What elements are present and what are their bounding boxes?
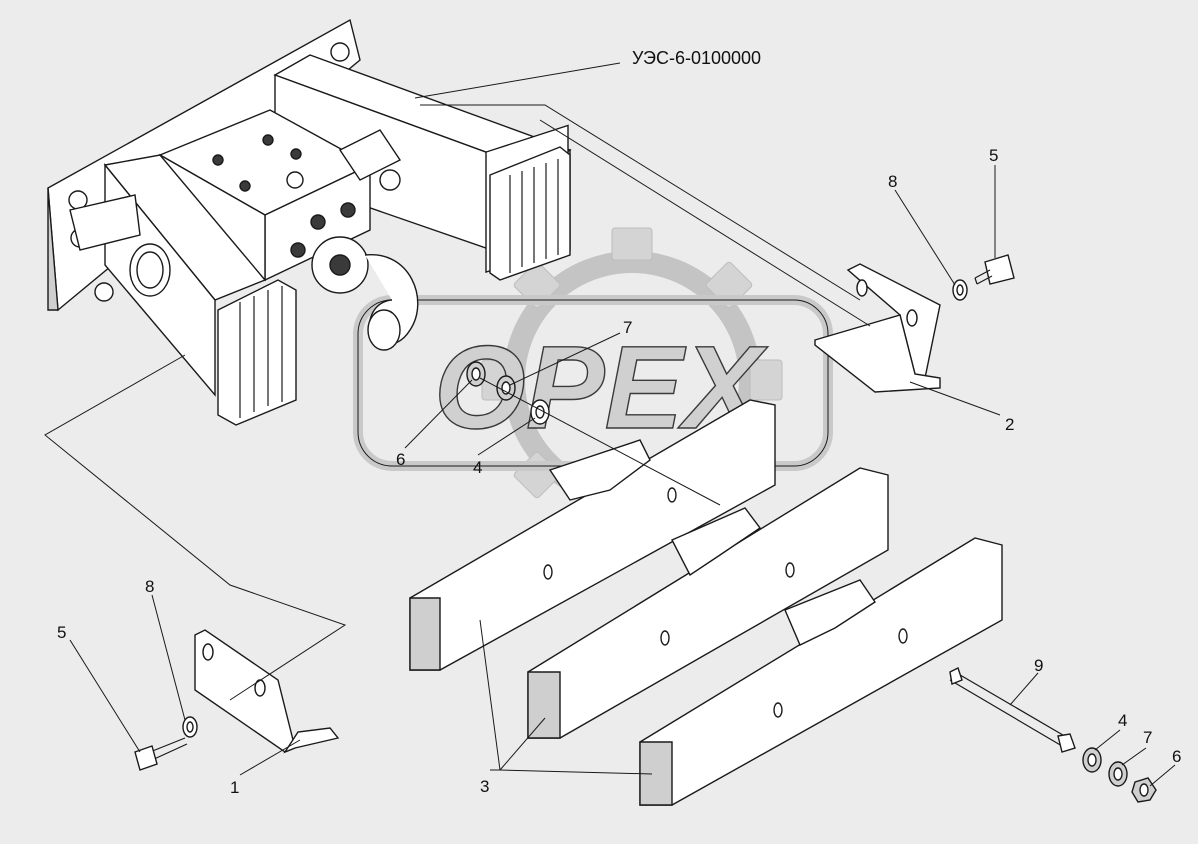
bracket-left [194, 629, 340, 754]
block-middle [527, 467, 889, 739]
watermark-text: OPEX [434, 322, 768, 454]
callout-8-left: 8 [145, 577, 154, 596]
assembly-code-label: УЭС-6-0100000 [632, 48, 761, 68]
callout-3: 3 [480, 777, 489, 796]
assembly-lines [44, 104, 871, 701]
bracket-right [814, 263, 941, 393]
callout-7-right: 7 [1143, 728, 1152, 747]
callout-6-right: 6 [1172, 747, 1181, 766]
callout-4-middle: 4 [473, 458, 482, 477]
callout-7-middle: 7 [623, 318, 632, 337]
callout-6-middle: 6 [396, 450, 405, 469]
callout-1: 1 [230, 778, 239, 797]
bolt-right [952, 254, 1015, 301]
block-bottom [639, 537, 1003, 806]
bolt-left [134, 716, 198, 771]
callout-4-right: 4 [1118, 711, 1127, 730]
stud-set [949, 667, 1157, 803]
labels: УЭС-6-0100000 5 8 2 7 6 4 8 5 1 3 9 4 7 … [57, 48, 1181, 797]
callout-5-left: 5 [57, 623, 66, 642]
coupling-assembly [47, 18, 572, 426]
callout-9: 9 [1034, 656, 1043, 675]
leader-lines [69, 62, 1176, 787]
callout-8-right: 8 [888, 172, 897, 191]
callout-5-right: 5 [989, 146, 998, 165]
callout-2: 2 [1005, 415, 1014, 434]
